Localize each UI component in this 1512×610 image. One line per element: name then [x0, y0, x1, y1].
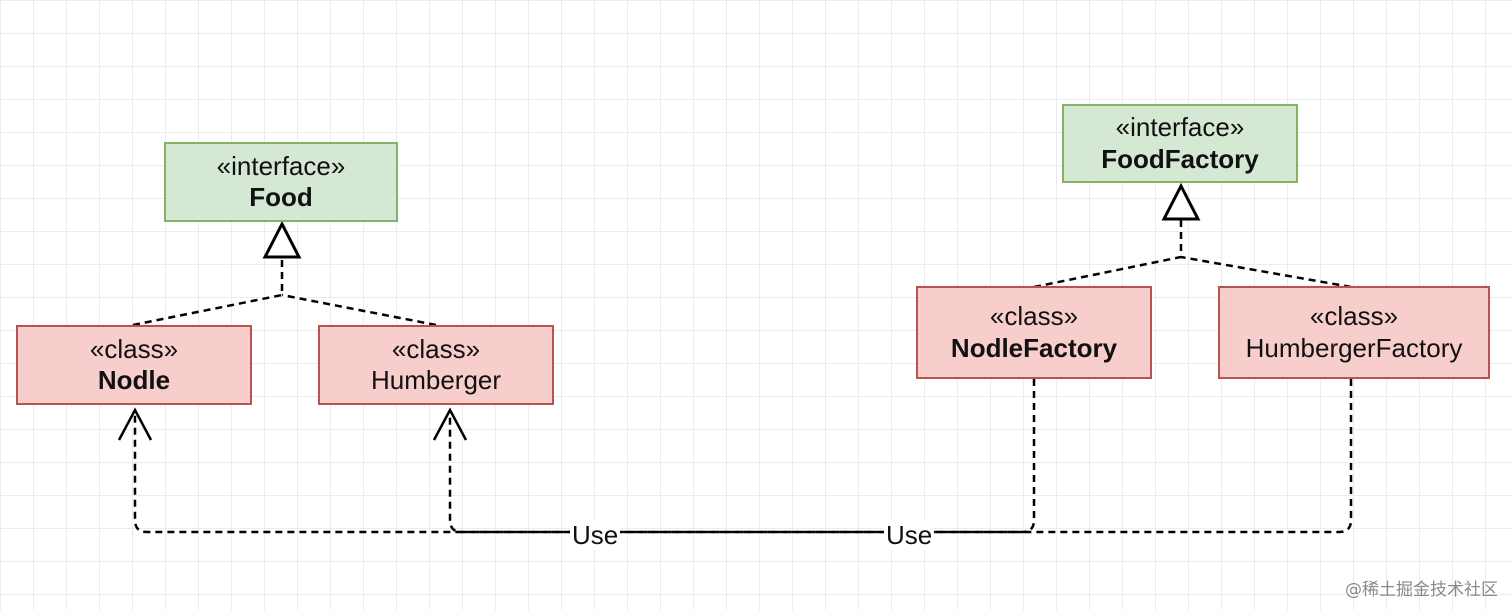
food-interface-node[interactable]: «interface» Food — [164, 142, 398, 222]
nodlefactory-class-node[interactable]: «class» NodleFactory — [916, 286, 1152, 379]
humbergerfactory-name: HumbergerFactory — [1245, 332, 1463, 363]
humberger-stereotype: «class» — [391, 333, 481, 364]
realization-humberger-to-food — [281, 293, 437, 327]
realization-nodle-to-food — [132, 257, 284, 327]
use-arrowhead-humberger — [432, 407, 468, 441]
use-label-2: Use — [884, 520, 935, 550]
food-stereotype: «interface» — [216, 150, 346, 181]
humberger-name: Humberger — [370, 365, 502, 395]
nodlefactory-stereotype: «class» — [989, 301, 1079, 332]
use-nodlefactory-to-nodle — [133, 379, 1036, 534]
foodfactory-interface-node[interactable]: «interface» FoodFactory — [1062, 104, 1298, 183]
foodfactory-stereotype: «interface» — [1115, 112, 1245, 143]
food-name: Food — [249, 182, 313, 212]
realization-arrowhead-food — [262, 220, 302, 259]
realization-nodlefactory-to-foodfactory — [1033, 219, 1183, 289]
humbergerfactory-class-node[interactable]: «class» HumbergerFactory — [1218, 286, 1490, 379]
use-humbergerfactory-to-humberger — [448, 379, 1353, 534]
humberger-class-node[interactable]: «class» Humberger — [318, 325, 554, 405]
use-label-1: Use — [570, 520, 621, 550]
realization-arrowhead-foodfactory — [1161, 182, 1201, 221]
nodle-name: Nodle — [97, 365, 171, 395]
nodlefactory-name: NodleFactory — [950, 332, 1118, 363]
humbergerfactory-stereotype: «class» — [1309, 301, 1399, 332]
use-arrowhead-nodle — [117, 407, 153, 441]
watermark-text: @稀土掘金技术社区 — [1345, 580, 1498, 600]
realization-humbergerfactory-to-foodfactory — [1180, 255, 1352, 289]
foodfactory-name: FoodFactory — [1101, 143, 1259, 174]
nodle-stereotype: «class» — [89, 333, 179, 364]
nodle-class-node[interactable]: «class» Nodle — [16, 325, 252, 405]
